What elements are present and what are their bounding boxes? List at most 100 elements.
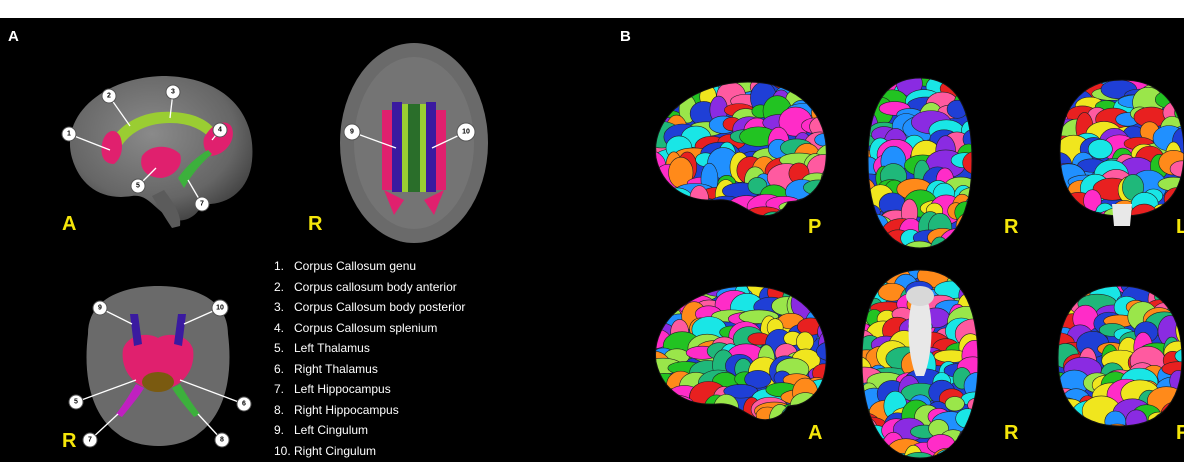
view-label-right-axial: R	[308, 213, 322, 236]
parcel-region	[713, 74, 746, 81]
parcel-region	[803, 180, 832, 195]
callout-label: 3	[171, 89, 175, 96]
parcel-region	[657, 91, 675, 109]
callout-label: 7	[88, 437, 92, 444]
parcel-region	[1054, 282, 1071, 306]
parcel-region	[649, 278, 667, 296]
parcel-region	[729, 278, 755, 283]
parcel-region	[756, 422, 775, 430]
parcel-region	[735, 427, 756, 430]
parcel-region	[818, 278, 832, 294]
parcel-region	[1126, 410, 1147, 432]
parcel-region	[790, 278, 825, 298]
parcel-region	[1054, 282, 1075, 306]
callout-label: 7	[200, 201, 204, 208]
parcel-region	[676, 202, 704, 226]
view-label-anterior-b: A	[808, 422, 822, 445]
parcel-region	[772, 74, 801, 89]
parcel-region	[1171, 284, 1184, 302]
parcel-region	[1131, 204, 1157, 224]
parcel-region	[815, 80, 832, 104]
parcel-region	[648, 174, 661, 189]
parcel-region	[945, 397, 964, 411]
parcel-region	[727, 420, 746, 430]
parcel-region	[659, 82, 676, 98]
parcel-region	[822, 396, 832, 424]
parcel-region	[866, 74, 903, 83]
parcel-region	[1153, 76, 1170, 83]
sagittal-brain-image: 1 2 3 4 5 7	[52, 66, 272, 232]
callout-label: 1	[67, 131, 71, 138]
view-label-right-bottom: R	[1004, 422, 1018, 445]
legend-item: 2.Corpus callosum body anterior	[274, 277, 465, 298]
parcel-region	[956, 237, 976, 252]
panel-b: B P R L A R F	[596, 18, 1184, 462]
parcel-region	[1169, 282, 1184, 294]
parcel-region	[686, 409, 705, 430]
legend-item: 9.Left Cingulum	[274, 420, 465, 441]
parcellated-brain-ventral	[858, 266, 982, 462]
parcel-region	[1177, 76, 1184, 95]
legend-item: 3.Corpus Callosum body posterior	[274, 297, 465, 318]
parcellated-brain-lateral-right	[648, 278, 832, 430]
parcel-region	[653, 206, 685, 226]
legend-item: 10.Right Cingulum	[274, 441, 465, 462]
axial-brain-image: 9 10	[334, 40, 494, 246]
parcel-region	[684, 402, 700, 421]
parcel-region	[648, 181, 662, 197]
parcel-region	[755, 423, 790, 430]
parcel-region	[690, 221, 722, 226]
parcel-region	[648, 378, 659, 402]
parcel-region	[1146, 282, 1164, 293]
parcel-region	[858, 266, 864, 291]
parcel-region	[816, 390, 832, 407]
parcel-region	[648, 74, 668, 83]
parcel-region	[665, 278, 690, 294]
parcel-region	[1143, 429, 1177, 432]
callout-label: 6	[242, 401, 246, 408]
callout-label: 5	[74, 399, 78, 406]
parcel-region	[862, 266, 894, 279]
parcel-region	[648, 299, 665, 323]
parcel-region	[1162, 282, 1184, 288]
parcel-region	[864, 248, 873, 252]
legend-item: 6.Right Thalamus	[274, 359, 465, 380]
parcel-region	[816, 306, 832, 320]
parcel-region	[1087, 425, 1105, 432]
parcel-region	[656, 418, 694, 430]
panel-a-letter: A	[8, 28, 19, 45]
parcel-region	[680, 278, 713, 284]
panel-b-letter: B	[620, 28, 631, 45]
parcel-region	[651, 74, 677, 92]
parcel-region	[706, 222, 740, 226]
parcel-region	[1147, 228, 1169, 236]
coronal-brain-image: 9 10 5 6 7 8	[58, 274, 258, 460]
parcel-region	[969, 103, 976, 126]
parcel-region	[648, 142, 656, 159]
parcel-region	[762, 221, 782, 226]
parcel-region	[781, 405, 809, 430]
view-label-right-top: R	[1004, 216, 1018, 239]
parcel-region	[678, 421, 694, 430]
panel-a: A 1 2 3 4 5 7	[0, 18, 596, 462]
parcel-region	[739, 419, 765, 430]
parcel-region	[673, 410, 708, 429]
parcel-region	[1087, 217, 1109, 236]
parcel-region	[657, 77, 696, 99]
callout-label: 8	[220, 437, 224, 444]
callout-label: 9	[350, 129, 354, 136]
parcel-region	[808, 74, 826, 86]
callout-label: 10	[462, 129, 470, 136]
parcel-region	[1057, 221, 1085, 236]
parcel-region	[691, 428, 714, 430]
parcel-region	[648, 294, 683, 307]
parcellated-brain-dorsal	[864, 74, 976, 252]
parcel-region	[858, 266, 874, 287]
parcel-region	[956, 409, 980, 429]
legend-item: 8.Right Hippocampus	[274, 400, 465, 421]
parcel-region	[815, 184, 832, 209]
view-label-posterior: P	[808, 216, 821, 239]
callout-label: 5	[136, 183, 140, 190]
parcel-region	[1056, 191, 1063, 206]
parcel-region	[957, 74, 976, 98]
